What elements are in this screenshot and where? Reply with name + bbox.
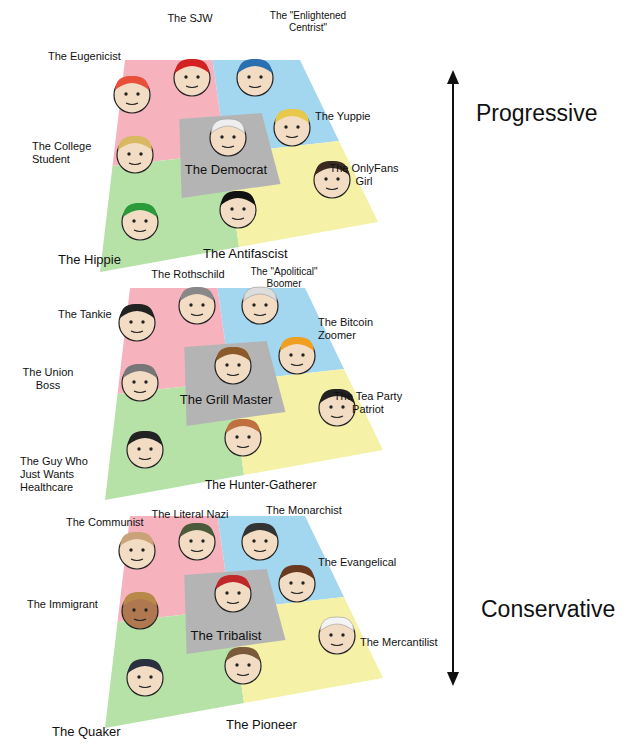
label-text: The Mercantilist [360, 636, 444, 649]
label-text: The Pioneer [226, 717, 316, 733]
label-text: The Yuppie [315, 110, 385, 123]
character-label: The Rothschild [133, 268, 243, 281]
figure [127, 659, 163, 696]
character-label: The Democrat [171, 162, 281, 178]
character-label: The "Apolitical" Boomer [244, 266, 324, 290]
character-label: The Hunter-Gatherer [205, 478, 335, 492]
figure [117, 136, 153, 173]
figure [220, 191, 256, 228]
figure [179, 287, 215, 324]
label-text: The OnlyFans Girl [322, 162, 406, 188]
character-label: The Literal Nazi [145, 508, 235, 521]
label-text: The Tea Party Patriot [332, 390, 404, 416]
label-text: The Monarchist [266, 504, 356, 517]
figure [279, 565, 315, 602]
label-text: The Grill Master [166, 392, 286, 408]
figure [122, 592, 158, 629]
figure [174, 59, 210, 96]
character-label: The Union Boss [20, 366, 76, 392]
label-text: The Democrat [171, 162, 281, 178]
figure [225, 419, 261, 456]
label-text: The Communist [66, 516, 144, 529]
label-text: The Literal Nazi [145, 508, 235, 521]
character-label: The "Enlightened Centrist" [258, 10, 358, 34]
figure [274, 109, 310, 146]
label-text: The Rothschild [133, 268, 243, 281]
label-text: The Antifascist [203, 246, 323, 262]
figure [119, 304, 155, 341]
label-text: The Evangelical [318, 556, 408, 569]
character-label: The Antifascist [203, 246, 323, 262]
figure [179, 523, 215, 560]
character-label: The Tribalist [176, 628, 276, 644]
figure [319, 617, 355, 654]
axis-label: Conservative [481, 596, 636, 624]
figure [215, 575, 251, 612]
label-text: The Quaker [52, 724, 142, 740]
figure [122, 364, 158, 401]
character-label: The Hippie [58, 252, 148, 268]
label-text: The Union Boss [20, 366, 76, 392]
character-label: The Tea Party Patriot [332, 390, 404, 416]
character-label: The Tankie [58, 308, 118, 321]
label-text: The Hunter-Gatherer [205, 478, 335, 492]
figure [122, 203, 158, 240]
figure [225, 647, 261, 684]
axis-label-text: Progressive [476, 100, 626, 128]
label-text: The Tribalist [176, 628, 276, 644]
label-text: The Eugenicist [48, 50, 138, 63]
character-label: The SJW [155, 12, 225, 25]
layer-conservative [105, 516, 383, 728]
figure [242, 523, 278, 560]
character-label: The Grill Master [166, 392, 286, 408]
label-text: The SJW [155, 12, 225, 25]
figure [210, 119, 246, 156]
character-label: The Eugenicist [48, 50, 138, 63]
figure [237, 59, 273, 96]
character-label: The Bitcoin Zoomer [318, 316, 382, 342]
axis-label: Progressive [476, 100, 626, 128]
label-text: The Tankie [58, 308, 118, 321]
figure [279, 337, 315, 374]
axis-label-text: Conservative [481, 596, 636, 624]
figure [127, 431, 163, 468]
label-text: The Guy Who Just Wants Healthcare [20, 455, 92, 495]
character-label: The Pioneer [226, 717, 316, 733]
character-label: The Quaker [52, 724, 142, 740]
figure [114, 76, 150, 113]
figure [215, 347, 251, 384]
character-label: The Monarchist [266, 504, 356, 517]
character-label: The Guy Who Just Wants Healthcare [20, 455, 92, 495]
label-text: The Bitcoin Zoomer [318, 316, 382, 342]
axis-arrow [447, 70, 459, 686]
character-label: The Communist [66, 516, 144, 529]
character-label: The Mercantilist [360, 636, 444, 649]
label-text: The College Student [32, 140, 100, 166]
character-label: The Yuppie [315, 110, 385, 123]
character-label: The Immigrant [27, 598, 107, 611]
character-label: The Evangelical [318, 556, 408, 569]
figure [119, 532, 155, 569]
label-text: The "Apolitical" Boomer [244, 266, 324, 290]
character-label: The OnlyFans Girl [322, 162, 406, 188]
figure [242, 287, 278, 324]
character-label: The College Student [32, 140, 100, 166]
label-text: The Hippie [58, 252, 148, 268]
label-text: The Immigrant [27, 598, 107, 611]
label-text: The "Enlightened Centrist" [258, 10, 358, 34]
